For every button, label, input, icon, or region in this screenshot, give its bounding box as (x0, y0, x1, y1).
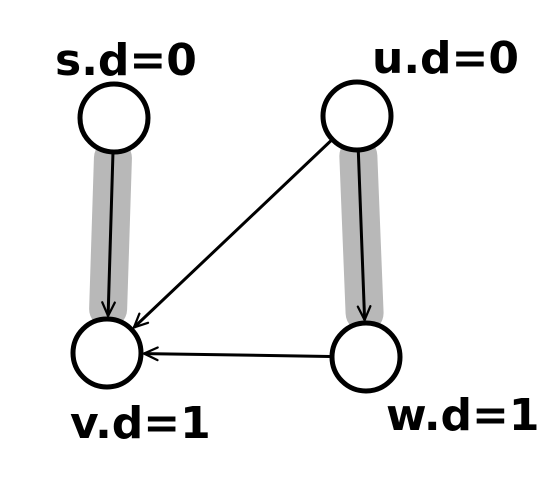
node-label-s: s.d=0 (55, 35, 197, 86)
edge-u-v (132, 139, 333, 329)
node-label-v: v.d=1 (70, 398, 211, 449)
edge-s-v (101, 152, 116, 318)
node-label-w: w.d=1 (386, 390, 540, 441)
edge-layer (101, 139, 372, 362)
edge-w-v (142, 346, 332, 362)
highlight-layer (89, 136, 384, 333)
node-w (329, 320, 403, 394)
node-v (70, 316, 144, 390)
node-layer (70, 79, 403, 394)
node-label-u: u.d=0 (372, 33, 519, 84)
node-s (77, 81, 151, 155)
label-layer: s.d=0 u.d=0 v.d=1 w.d=1 (55, 33, 540, 449)
node-u (320, 79, 394, 153)
edge-u-w (356, 150, 372, 322)
